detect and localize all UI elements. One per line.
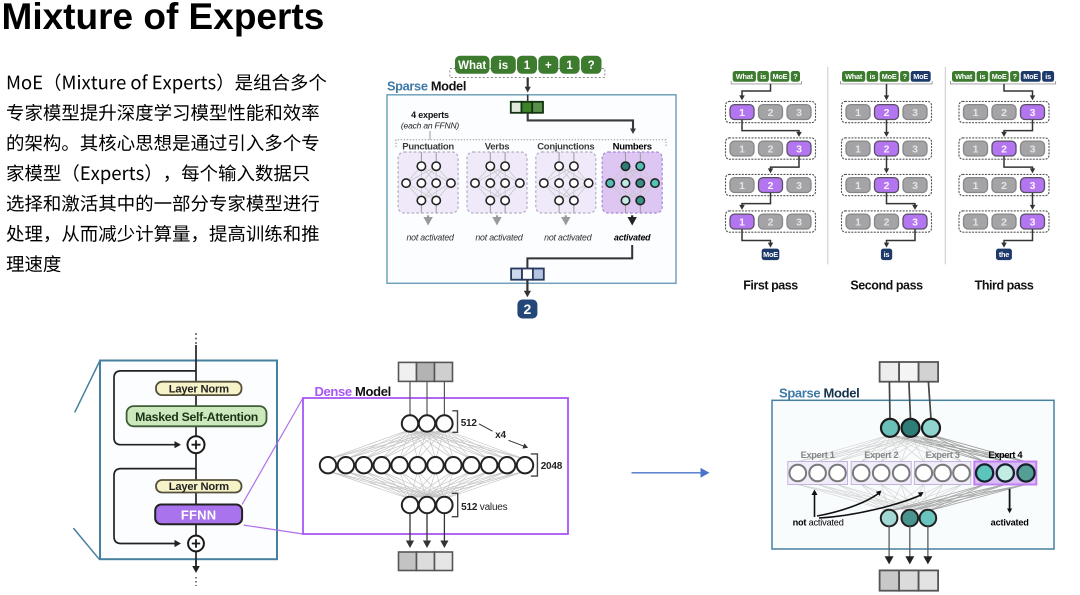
svg-text:2048: 2048 (541, 461, 563, 472)
svg-text:2: 2 (884, 143, 890, 155)
svg-text:3: 3 (1030, 180, 1036, 192)
svg-text:What: What (955, 72, 973, 81)
svg-text:not activated: not activated (793, 518, 844, 528)
svg-text:not activated: not activated (544, 233, 593, 243)
svg-text:Masked Self-Attention: Masked Self-Attention (135, 410, 258, 424)
svg-text:activated: activated (614, 233, 651, 243)
svg-text:Conjunctions: Conjunctions (537, 142, 594, 153)
svg-text:2: 2 (884, 216, 890, 228)
svg-text:1: 1 (524, 60, 531, 72)
svg-text:3: 3 (912, 216, 918, 228)
svg-text:is: is (760, 72, 766, 81)
svg-text:1: 1 (973, 180, 979, 192)
svg-text:Third pass: Third pass (975, 279, 1034, 293)
svg-text:Expert 3: Expert 3 (926, 450, 960, 460)
svg-text:MoE: MoE (882, 72, 897, 81)
svg-text:What: What (458, 60, 486, 72)
svg-text:Punctuation: Punctuation (402, 142, 454, 153)
svg-text:Sparse Model: Sparse Model (779, 386, 859, 401)
svg-text:What: What (845, 72, 863, 81)
svg-text:1: 1 (973, 107, 979, 119)
svg-text:512 values: 512 values (461, 502, 508, 513)
svg-text:Second pass: Second pass (850, 279, 923, 293)
svg-text:Sparse Model: Sparse Model (387, 79, 466, 94)
svg-text:1: 1 (566, 60, 573, 72)
svg-text:1: 1 (739, 107, 745, 119)
svg-text:2: 2 (768, 143, 774, 155)
svg-text:Verbs: Verbs (485, 142, 509, 153)
svg-text:2: 2 (884, 107, 890, 119)
svg-text:3: 3 (912, 107, 918, 119)
svg-text:3: 3 (912, 143, 918, 155)
svg-text:2: 2 (524, 301, 532, 317)
svg-text:2: 2 (768, 216, 774, 228)
svg-text:Numbers: Numbers (613, 142, 652, 153)
svg-text:1: 1 (855, 216, 861, 228)
svg-text:?: ? (903, 72, 908, 81)
svg-text:2: 2 (768, 107, 774, 119)
svg-text:4 experts: 4 experts (411, 110, 449, 120)
svg-text:is: is (499, 60, 509, 72)
svg-text:1: 1 (739, 216, 745, 228)
svg-text:What: What (736, 72, 754, 81)
svg-text:activated: activated (991, 518, 1029, 528)
svg-text:the: the (999, 250, 1009, 259)
svg-text:is: is (1045, 72, 1051, 81)
svg-text:2: 2 (1001, 180, 1007, 192)
svg-text:2: 2 (884, 180, 890, 192)
svg-text:3: 3 (1030, 216, 1036, 228)
svg-text:1: 1 (855, 180, 861, 192)
svg-text:?: ? (1013, 72, 1018, 81)
svg-text:MoE: MoE (913, 72, 928, 81)
svg-text:1: 1 (739, 180, 745, 192)
svg-text:x4: x4 (495, 430, 506, 441)
svg-text:?: ? (793, 72, 798, 81)
svg-text:MoE: MoE (1023, 72, 1038, 81)
svg-text:1: 1 (739, 143, 745, 155)
svg-text:2: 2 (1001, 216, 1007, 228)
svg-text:Expert 4: Expert 4 (988, 450, 1023, 460)
svg-text:MoE: MoE (992, 72, 1007, 81)
svg-text:1: 1 (855, 143, 861, 155)
svg-text:3: 3 (1030, 143, 1036, 155)
svg-text:?: ? (588, 60, 595, 72)
svg-text:not activated: not activated (475, 233, 524, 243)
svg-text:not activated: not activated (406, 233, 455, 243)
svg-text:3: 3 (796, 107, 802, 119)
svg-text:First pass: First pass (743, 279, 798, 293)
svg-text:Layer Norm: Layer Norm (169, 481, 229, 493)
svg-text:3: 3 (912, 180, 918, 192)
svg-text:Layer Norm: Layer Norm (169, 383, 229, 395)
svg-text:(each an FFNN): (each an FFNN) (401, 121, 460, 131)
svg-text:1: 1 (973, 216, 979, 228)
svg-text:3: 3 (796, 216, 802, 228)
svg-text:Dense Model: Dense Model (315, 384, 391, 399)
svg-text:is: is (980, 72, 986, 81)
svg-text:3: 3 (796, 180, 802, 192)
svg-text:2: 2 (1001, 107, 1007, 119)
svg-text:3: 3 (1030, 107, 1036, 119)
svg-text:2: 2 (1001, 143, 1007, 155)
svg-text:Expert 1: Expert 1 (801, 450, 835, 460)
svg-text:1: 1 (855, 107, 861, 119)
svg-text:Expert 2: Expert 2 (864, 450, 898, 460)
svg-text:FFNN: FFNN (181, 507, 216, 522)
svg-text:is: is (884, 250, 890, 259)
svg-text:3: 3 (796, 143, 802, 155)
svg-text:512: 512 (461, 418, 478, 429)
svg-text:is: is (870, 72, 876, 81)
svg-text:1: 1 (973, 143, 979, 155)
svg-text:+: + (545, 60, 552, 72)
svg-text:MoE: MoE (763, 250, 778, 259)
svg-text:2: 2 (768, 180, 774, 192)
svg-text:MoE: MoE (772, 72, 787, 81)
